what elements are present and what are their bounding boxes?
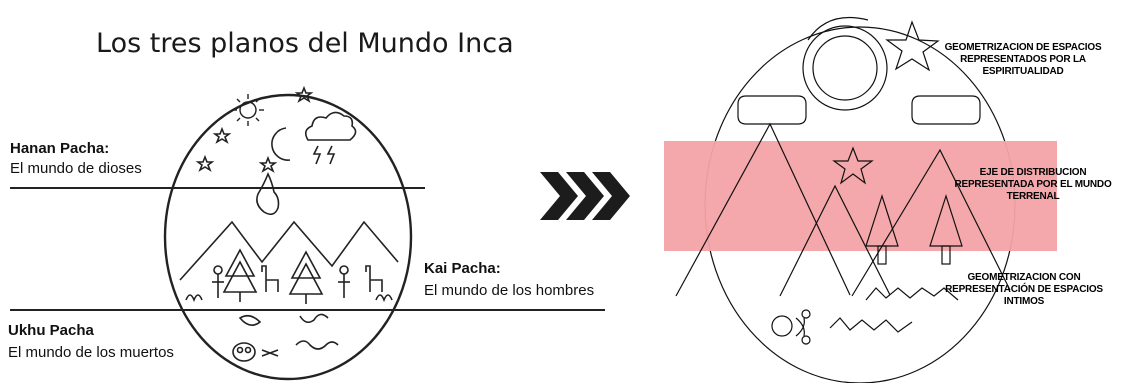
ukhu-pacha-name: Ukhu Pacha <box>8 322 94 339</box>
ukhu-pacha-description: El mundo de los muertos <box>8 344 174 361</box>
crescent-moon-icon <box>802 16 888 111</box>
sun-icon <box>232 94 264 126</box>
llama-icon <box>365 265 383 292</box>
kai-pacha-description: El mundo de los hombres <box>424 282 595 299</box>
person-icon <box>338 265 350 298</box>
roots-icon <box>238 314 262 326</box>
mountain-triangle <box>675 122 851 297</box>
person-icon <box>212 265 224 298</box>
hanan-pacha-name: Hanan Pacha: <box>10 140 110 157</box>
inca-world-illustration <box>10 85 605 381</box>
wave-line-icon <box>865 287 959 301</box>
serpent-icon <box>295 340 339 350</box>
tree-icon <box>865 194 899 265</box>
star-icon <box>258 155 278 173</box>
grass-icon <box>375 294 393 303</box>
crossed-rings-icon <box>771 309 811 345</box>
star-icon <box>212 126 232 144</box>
roots-icon <box>299 313 329 324</box>
world-circle <box>163 93 413 381</box>
storm-cloud-icon <box>304 111 357 165</box>
kai-pacha-name: Kai Pacha: <box>424 260 501 277</box>
wave-line-icon <box>829 317 913 333</box>
star-icon <box>294 85 314 103</box>
bones-icon <box>261 349 279 357</box>
skull-icon <box>232 342 256 362</box>
annotation-terrenal-axis: EJE DE DISTRIBUCION REPRESENTADA POR EL … <box>954 167 1112 202</box>
mountain-triangle <box>851 148 1011 297</box>
geometrized-terrain <box>675 122 1011 345</box>
moon-icon <box>271 127 291 161</box>
cloud-icon <box>911 95 981 125</box>
star-icon <box>832 146 874 185</box>
diagram-title: Los tres planos del Mundo Inca <box>96 28 514 59</box>
annotation-intimate-spaces: GEOMETRIZACION CON REPRESENTACIÓN DE ESP… <box>945 272 1103 307</box>
tree-icon <box>288 250 324 304</box>
tree-icon <box>222 248 258 302</box>
mountain-triangle <box>779 184 891 297</box>
condor-icon <box>256 172 280 216</box>
star-icon <box>195 154 215 172</box>
grass-icon <box>185 294 203 303</box>
terrenal-axis-band <box>664 141 1057 251</box>
cloud-icon <box>737 95 807 125</box>
triple-chevron-right-icon <box>540 172 630 220</box>
mountain-range <box>179 220 399 281</box>
tree-icon <box>929 194 963 265</box>
hanan-pacha-description: El mundo de dioses <box>10 160 142 177</box>
star-icon <box>885 20 940 72</box>
annotation-spirituality: GEOMETRIZACION DE ESPACIOS REPRESENTADOS… <box>944 42 1102 77</box>
llama-icon <box>261 265 279 292</box>
